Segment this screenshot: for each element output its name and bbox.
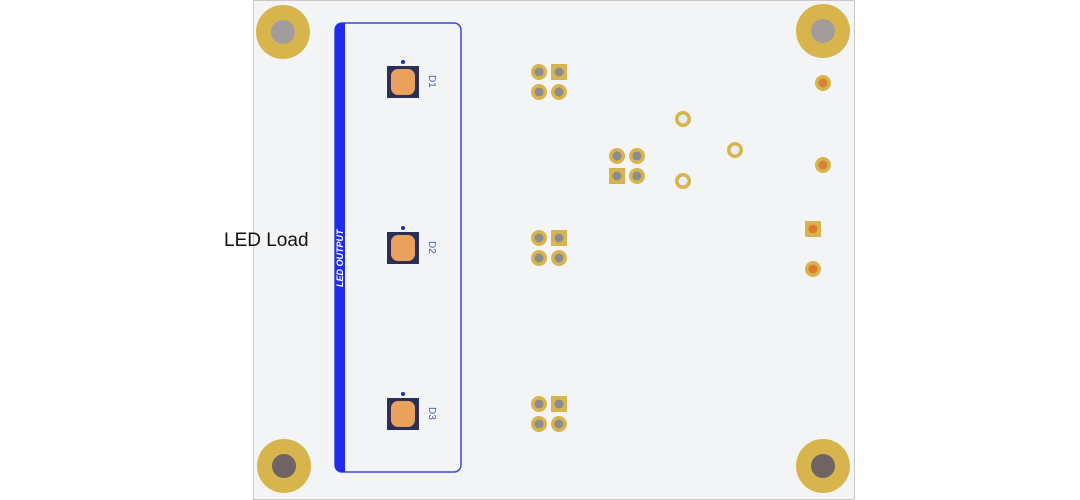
board-substrate — [253, 0, 855, 500]
mounting-hole — [796, 4, 850, 58]
header-pin — [609, 148, 625, 164]
led-d2: D2 — [387, 226, 437, 264]
header-pin — [551, 250, 567, 266]
led-ref-label: D2 — [426, 241, 437, 254]
header-pin — [551, 64, 567, 80]
header-pin — [531, 64, 547, 80]
mounting-hole — [257, 439, 311, 493]
led-d1: D1 — [387, 60, 437, 98]
led-load-annotation: LED Load — [224, 230, 309, 251]
led-ref-label: D3 — [426, 407, 437, 420]
led-d3: D3 — [387, 392, 437, 430]
header-pin — [531, 84, 547, 100]
led-output-region: LED OUTPUT — [334, 22, 462, 473]
header-pin — [531, 416, 547, 432]
test-point — [815, 157, 831, 173]
header-pin — [551, 416, 567, 432]
test-point — [675, 173, 691, 189]
header-pin — [531, 250, 547, 266]
mounting-holes — [256, 4, 850, 493]
header-pin — [609, 168, 625, 184]
test-point — [727, 142, 743, 158]
header-pin — [551, 396, 567, 412]
pads — [531, 64, 831, 432]
led-output-silkscreen: LED OUTPUT — [335, 228, 345, 287]
connector-pin — [805, 221, 821, 237]
mounting-hole — [256, 5, 310, 59]
header-pin — [629, 148, 645, 164]
mounting-hole — [796, 439, 850, 493]
test-point — [675, 111, 691, 127]
header-pin — [551, 84, 567, 100]
header-pin — [629, 168, 645, 184]
header-pin — [531, 230, 547, 246]
connector-pin — [805, 261, 821, 277]
header-pin — [551, 230, 567, 246]
test-point — [815, 75, 831, 91]
led-ref-label: D1 — [426, 75, 437, 88]
header-pin — [531, 396, 547, 412]
